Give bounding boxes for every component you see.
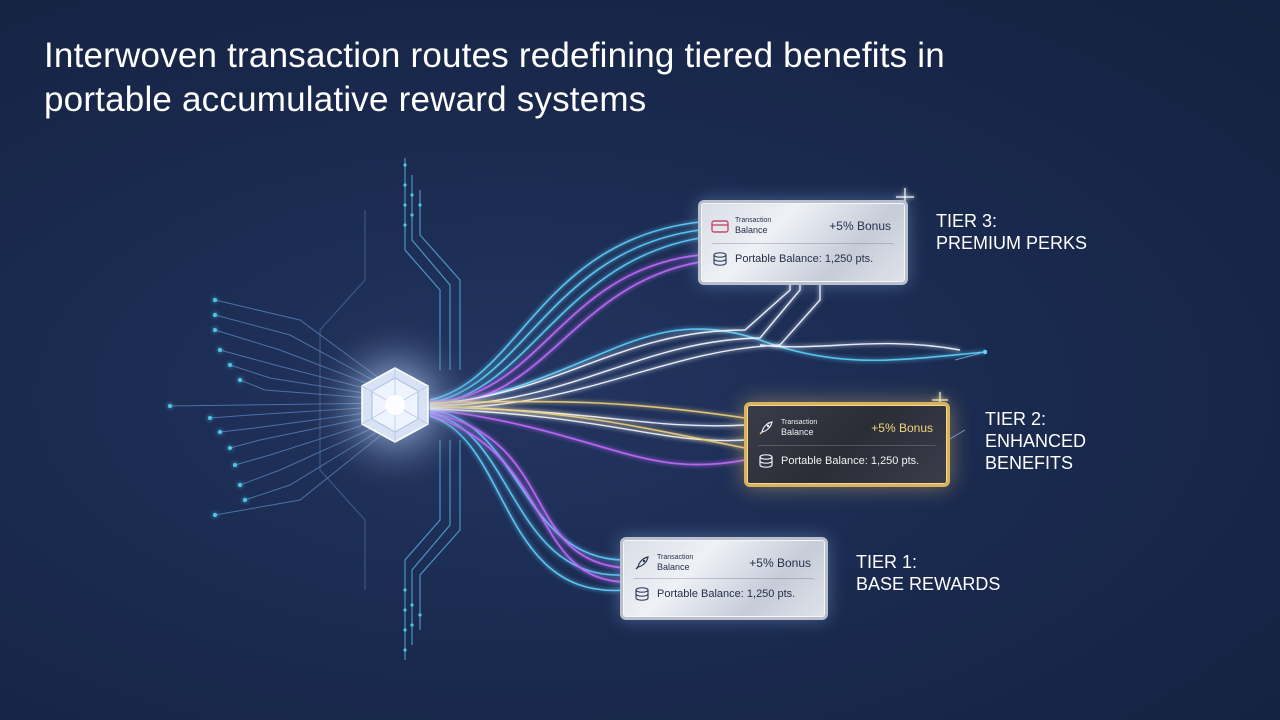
- vertical-trace-dots: [403, 163, 422, 652]
- tier1-card-balance-row: Portable Balance: 1,250 pts.: [633, 578, 815, 607]
- tier1-label-line2: BASE REWARDS: [856, 574, 1001, 594]
- route-endpoint-dot: [982, 349, 988, 355]
- tier1-mini-main: Balance: [657, 562, 690, 572]
- tier3-card-mini-label: Transaction Balance: [735, 217, 771, 235]
- tier1-label: TIER 1: BASE REWARDS: [856, 551, 1000, 595]
- tier2-label-line2: ENHANCED: [985, 431, 1087, 451]
- tier2-bonus: +5% Bonus: [871, 421, 933, 435]
- tier3-label-line1: TIER 3:: [936, 211, 998, 231]
- tier2-card[interactable]: Transaction Balance +5% Bonus Portable B…: [744, 402, 950, 487]
- coin-stack-icon: [757, 453, 775, 469]
- hub: [305, 315, 485, 495]
- tier1-bonus: +5% Bonus: [749, 556, 811, 570]
- tier3-mini-top: Transaction: [735, 217, 772, 224]
- tier1-balance: Portable Balance: 1,250 pts.: [657, 588, 796, 600]
- tier3-bonus: +5% Bonus: [829, 219, 891, 233]
- rocket-icon: [757, 420, 775, 436]
- tier2-card-header: Transaction Balance +5% Bonus: [757, 413, 937, 443]
- right-exit-lines: [947, 351, 986, 441]
- tier3-card-header: Transaction Balance +5% Bonus: [711, 211, 895, 241]
- rocket-icon: [633, 555, 651, 571]
- tier2-label-line3: BENEFITS: [985, 453, 1074, 473]
- tier2-label-line1: TIER 2:: [985, 409, 1047, 429]
- tier3-label-line2: PREMIUM PERKS: [936, 233, 1088, 253]
- tier2-mini-top: Transaction: [781, 419, 818, 426]
- coin-stack-icon: [633, 586, 651, 602]
- left-circuit-nodes: [168, 298, 247, 517]
- coin-stack-icon: [711, 251, 729, 267]
- title-line-1: Interwoven transaction routes redefining…: [44, 36, 945, 75]
- tier2-card-mini-label: Transaction Balance: [781, 419, 817, 437]
- tier1-card-header: Transaction Balance +5% Bonus: [633, 548, 815, 578]
- tier3-label: TIER 3: PREMIUM PERKS: [936, 210, 1087, 254]
- tier1-mini-top: Transaction: [657, 554, 694, 561]
- tier3-card[interactable]: Transaction Balance +5% Bonus Portable B…: [698, 200, 908, 285]
- tier2-label: TIER 2: ENHANCED BENEFITS: [985, 408, 1086, 474]
- tier1-card[interactable]: Transaction Balance +5% Bonus Portable B…: [620, 537, 828, 620]
- title-line-2: portable accumulative reward systems: [44, 80, 647, 119]
- tier2-mini-main: Balance: [781, 427, 814, 437]
- tier3-mini-main: Balance: [735, 225, 768, 235]
- tier1-label-line1: TIER 1:: [856, 552, 918, 572]
- tier2-balance: Portable Balance: 1,250 pts.: [781, 455, 920, 467]
- tier1-card-mini-label: Transaction Balance: [657, 554, 693, 572]
- tier3-card-balance-row: Portable Balance: 1,250 pts.: [711, 243, 895, 272]
- page-title: Interwoven transaction routes redefining…: [44, 34, 1224, 122]
- tier3-balance: Portable Balance: 1,250 pts.: [735, 253, 874, 265]
- credit-card-icon: [711, 218, 729, 234]
- tier2-card-balance-row: Portable Balance: 1,250 pts.: [757, 445, 937, 474]
